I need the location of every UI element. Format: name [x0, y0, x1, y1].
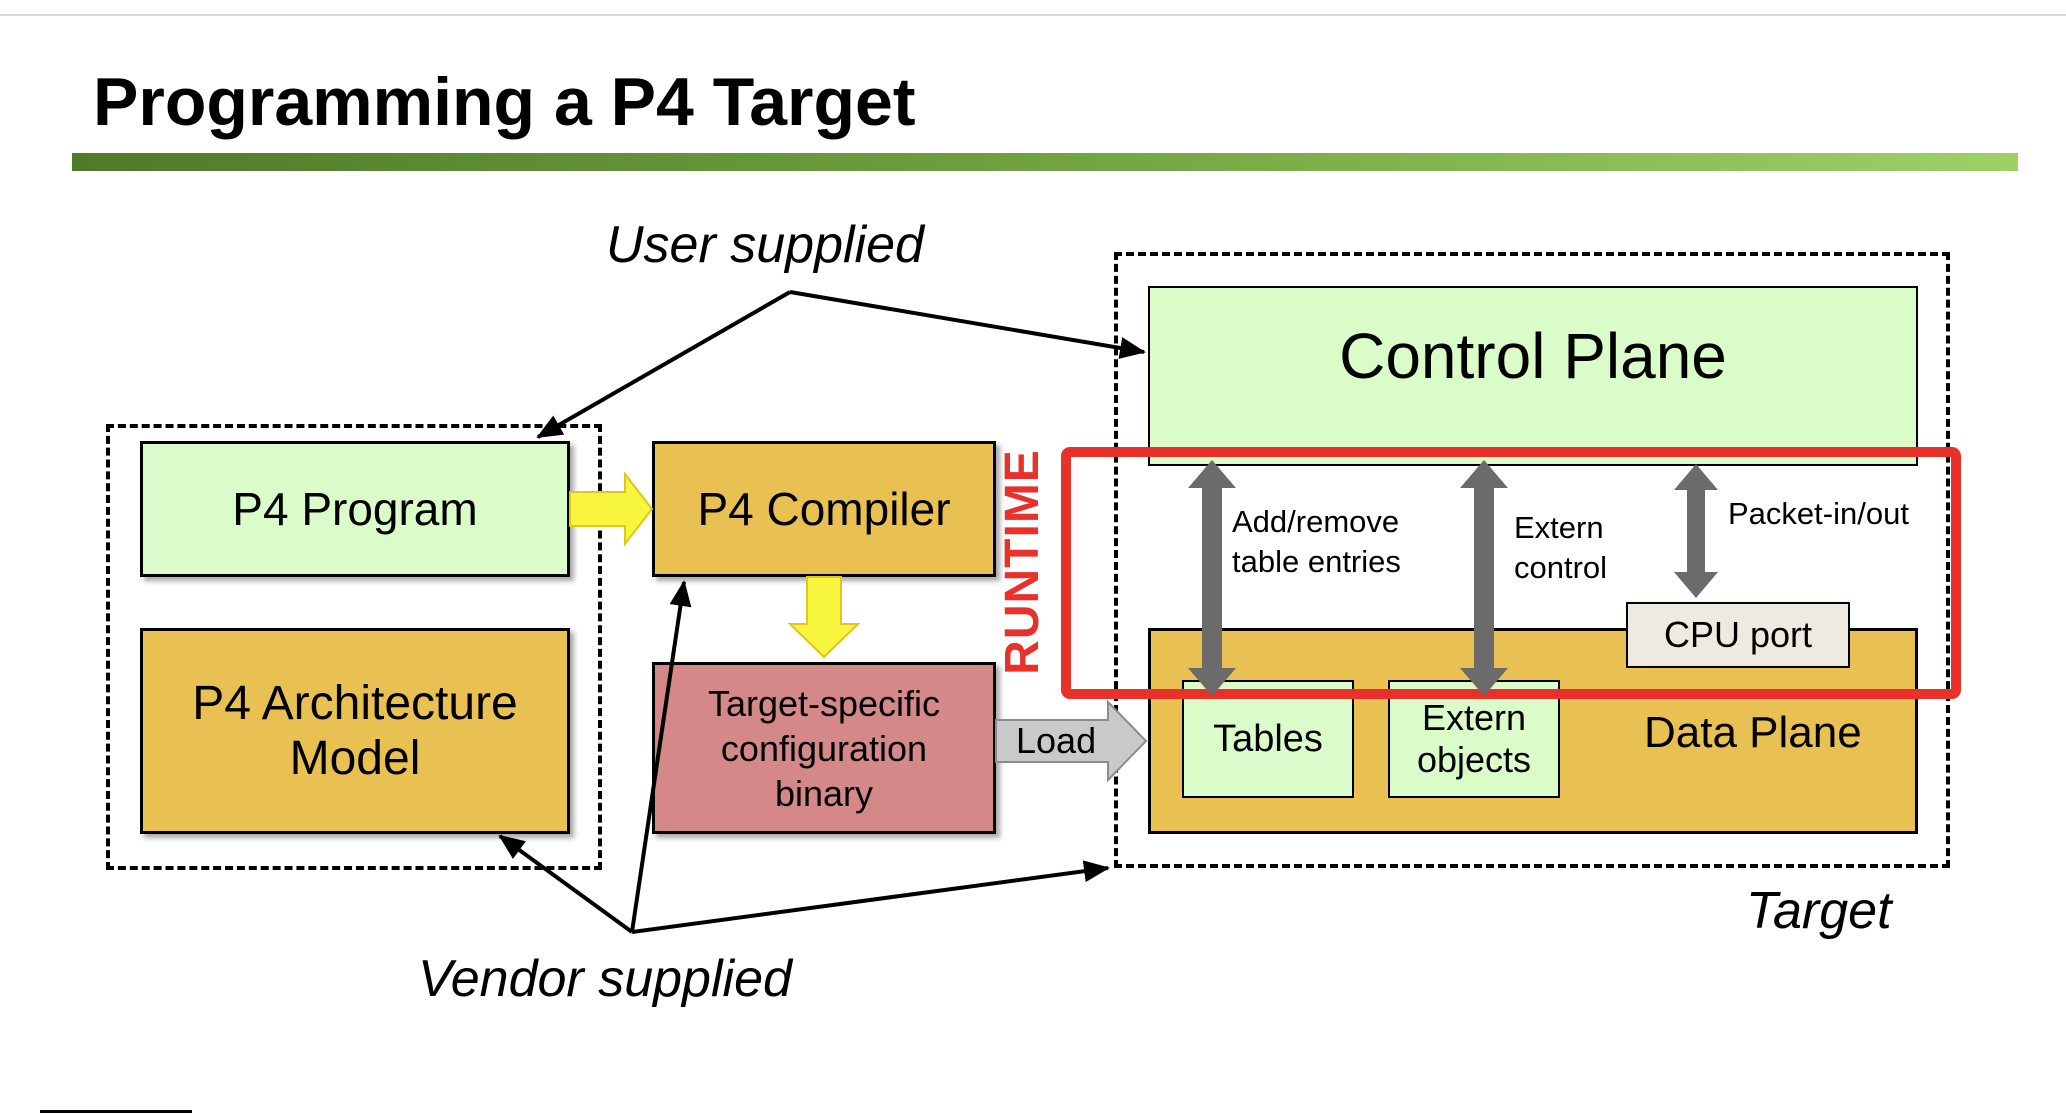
p4-architecture-model-box[interactable]: P4 Architecture Model: [140, 628, 570, 834]
target-binary-label-line3: binary: [774, 772, 874, 814]
target-group-dashed: [1114, 252, 1950, 868]
runtime-label: RUNTIME: [996, 449, 1049, 675]
load-arrow: [995, 699, 1148, 783]
vendor-supplied-label: Vendor supplied: [418, 950, 792, 1008]
extern-control-label-line2: control: [1514, 550, 1608, 586]
add-remove-label-line2: table entries: [1232, 544, 1401, 580]
compiler-to-binary-arrow: [787, 576, 861, 659]
user-vendor-group-dashed: [106, 424, 602, 870]
extern-objects-box[interactable]: Extern objects: [1388, 680, 1560, 798]
target-binary-label-line1: Target-specific: [707, 682, 941, 724]
cpu-port-label: CPU port: [1663, 614, 1813, 655]
add-remove-label: Add/remove table entries: [1232, 502, 1401, 583]
top-rule: [0, 14, 2066, 16]
title-underline-bar: [72, 153, 2018, 171]
target-label: Target: [1746, 882, 1892, 940]
p4-compiler-label: P4 Compiler: [697, 483, 951, 535]
p4-program-box[interactable]: P4 Program: [140, 441, 570, 577]
p4-program-label: P4 Program: [232, 483, 478, 535]
p4-architecture-model-label-line2: Model: [289, 732, 421, 785]
p4-compiler-box[interactable]: P4 Compiler: [652, 441, 996, 577]
control-plane-box[interactable]: Control Plane: [1148, 286, 1918, 466]
control-plane-label: Control Plane: [1339, 320, 1727, 392]
target-binary-label-line2: configuration: [720, 727, 928, 769]
cpu-port-box[interactable]: CPU port: [1626, 602, 1850, 668]
extern-control-double-arrow: [1460, 460, 1508, 696]
tables-box[interactable]: Tables: [1182, 680, 1354, 798]
program-to-compiler-arrow: [569, 471, 654, 547]
slide-title: Programming a P4 Target: [93, 64, 916, 140]
data-plane-label: Data Plane: [1644, 708, 1862, 757]
user-supplied-label: User supplied: [606, 216, 924, 274]
extern-objects-label-line2: objects: [1416, 739, 1532, 780]
target-binary-box[interactable]: Target-specific configuration binary: [652, 662, 996, 834]
vendor-to-compiler-arrow: [630, 580, 692, 933]
packet-in-out-label: Packet-in/out: [1728, 496, 1909, 531]
add-remove-label-line1: Add/remove: [1232, 504, 1400, 539]
extern-control-label: Extern control: [1514, 508, 1607, 589]
load-label: Load: [1016, 720, 1097, 761]
extern-control-label-line1: Extern: [1514, 510, 1604, 545]
footer-rule: [40, 1110, 192, 1113]
runtime-highlight-box: [1061, 447, 1961, 699]
tables-label: Tables: [1213, 717, 1323, 760]
vendor-to-target-arrow: [631, 860, 1110, 934]
vendor-to-architecture-arrow: [498, 834, 634, 934]
user-to-control-plane-arrow: [789, 290, 1146, 359]
packet-in-out-double-arrow: [1674, 464, 1718, 598]
extern-objects-label-line1: Extern: [1421, 697, 1527, 738]
user-to-p4-program-arrow: [536, 290, 791, 439]
add-remove-double-arrow: [1188, 460, 1236, 696]
p4-architecture-model-label-line1: P4 Architecture: [192, 677, 518, 730]
